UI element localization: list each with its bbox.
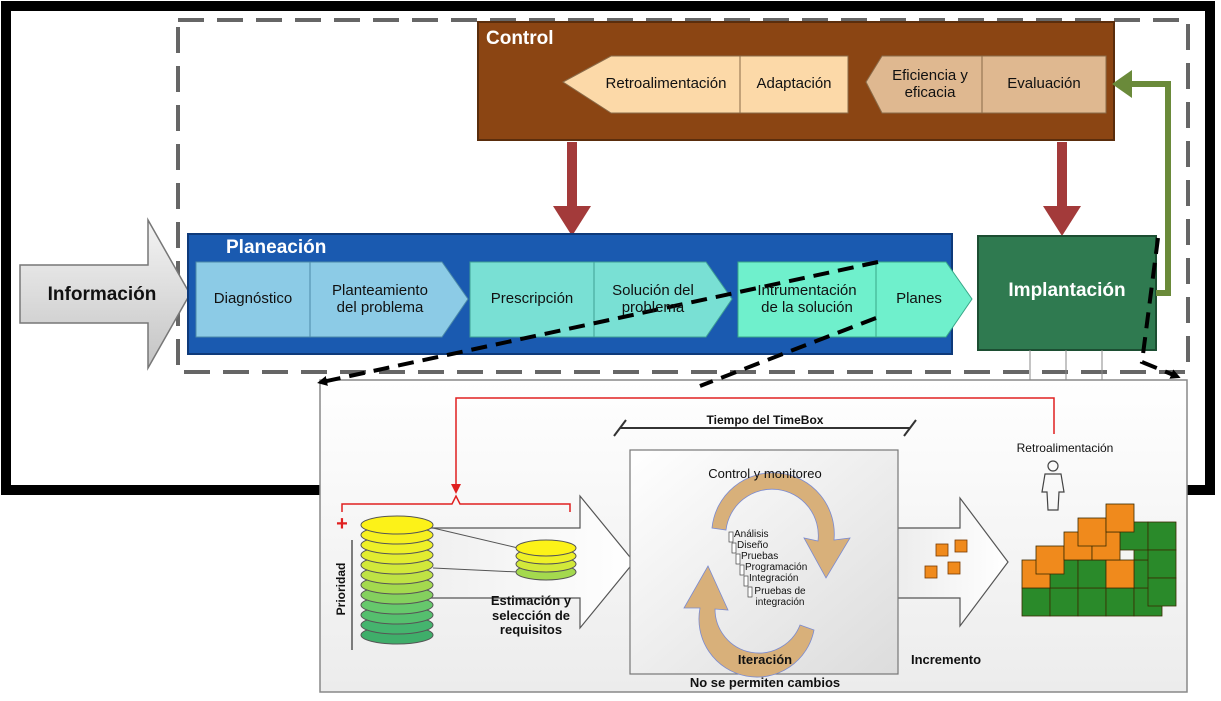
iteration-label: Iteración bbox=[737, 651, 793, 667]
iteration-step-analisis: Análisis bbox=[734, 528, 769, 540]
priority-stack bbox=[360, 515, 434, 645]
increment-label: Incremento bbox=[910, 651, 982, 667]
no-changes-label: No se permiten cambios bbox=[689, 674, 841, 690]
control-monitoring-label: Control y monitoreo bbox=[708, 465, 822, 481]
control-box-evaluacion bbox=[981, 55, 1107, 114]
control-step-evaluacion: Evaluación bbox=[1007, 75, 1081, 93]
iteration-step-pruebas-integracion: Pruebas de integración bbox=[754, 585, 806, 609]
control-title: Control bbox=[486, 28, 554, 50]
cycle-arrows bbox=[683, 472, 851, 678]
zoom-line-right bbox=[1139, 237, 1181, 379]
zoom-line-middle bbox=[699, 316, 877, 388]
plan-step-diagnostico: Diagnóstico bbox=[213, 290, 293, 308]
iteration-step-pruebas: Pruebas bbox=[741, 550, 779, 562]
red-brace bbox=[341, 494, 571, 512]
plan-step-instrumentacion: Intrumentación de la solución bbox=[757, 281, 857, 316]
iteration-step-boxes bbox=[728, 531, 753, 598]
plan-step-planes: Planes bbox=[896, 290, 942, 308]
product-cubes bbox=[1021, 503, 1177, 617]
increment-cubes bbox=[924, 539, 968, 579]
timebox-label: Tiempo del TimeBox bbox=[706, 413, 824, 428]
iteration-step-programacion: Programación bbox=[745, 561, 808, 573]
down-arrow-left bbox=[553, 142, 591, 236]
feedback-arrow bbox=[1128, 81, 1171, 296]
estimation-label: Estimación y selección de requisitos bbox=[490, 592, 572, 638]
zoom-line-left bbox=[317, 260, 879, 386]
selected-stack bbox=[515, 539, 577, 581]
plan-step-planteamiento: Planteamiento del problema bbox=[332, 281, 428, 316]
person-icon bbox=[1041, 460, 1065, 511]
planeacion-title: Planeación bbox=[226, 237, 327, 259]
red-feedback-line bbox=[455, 397, 1055, 486]
control-box-adaptacion bbox=[739, 55, 849, 114]
dashed-frame bbox=[176, 18, 1190, 374]
implantacion-box bbox=[977, 235, 1157, 351]
control-step-eficiencia: Eficiencia y eficacia bbox=[892, 66, 968, 101]
informacion-label: Información bbox=[47, 284, 157, 306]
priority-label: Prioridad bbox=[334, 562, 349, 616]
plan-chevron-2 bbox=[469, 261, 733, 338]
plan-chevron-1 bbox=[195, 261, 469, 338]
feedback-label: Retroalimentación bbox=[1016, 441, 1114, 456]
informacion-arrow-shape bbox=[19, 217, 191, 371]
down-arrow-right bbox=[1043, 142, 1081, 236]
plan-step-prescripcion: Prescripción bbox=[490, 290, 574, 308]
control-step-adaptacion: Adaptación bbox=[756, 75, 832, 93]
priority-plus: + bbox=[336, 512, 348, 535]
iteration-step-integracion: Integración bbox=[749, 572, 799, 584]
plan-step-solucion: Solución del problema bbox=[612, 281, 694, 316]
implantacion-label: Implantación bbox=[1008, 280, 1126, 302]
control-step-retroalimentacion: Retroalimentación bbox=[605, 75, 727, 93]
iteration-step-diseno: Diseño bbox=[737, 539, 769, 551]
